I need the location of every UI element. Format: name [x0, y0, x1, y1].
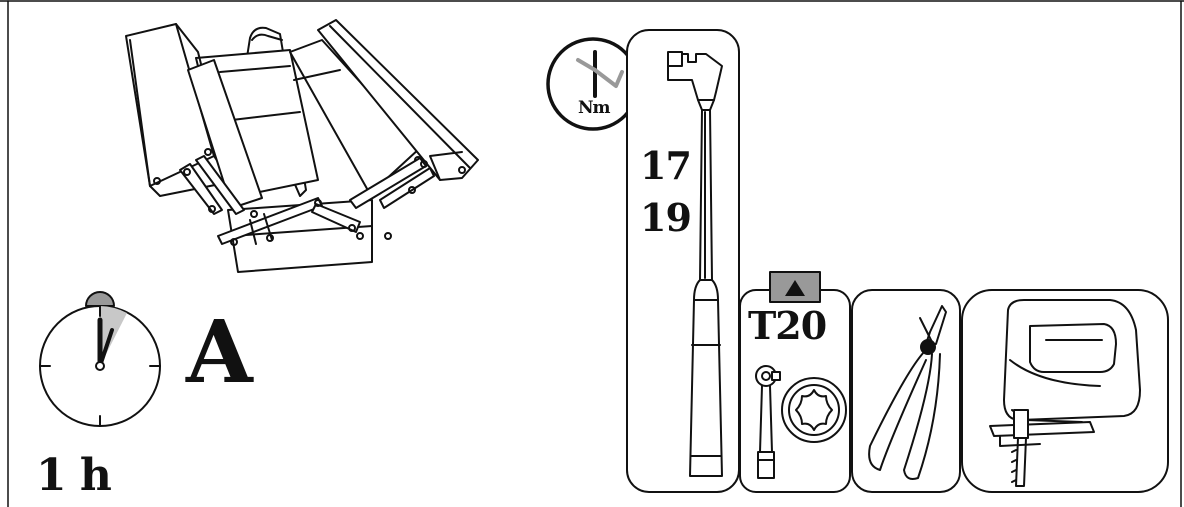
- jigsaw-icon: [989, 299, 1141, 487]
- pliers-icon: [868, 305, 947, 480]
- torx-bit-icon: [781, 377, 847, 443]
- torque-unit-label: Nm: [578, 98, 611, 118]
- socket-size-label: 17: [640, 143, 692, 188]
- torx-size-label: T20: [748, 303, 827, 348]
- toolbox-icon: [125, 19, 479, 273]
- difficulty-grade: A: [186, 302, 253, 403]
- stopwatch-icon: [39, 291, 161, 427]
- socket-wrench-icon: [755, 365, 781, 479]
- torque-wrench-card: [626, 29, 740, 493]
- duration-label: 1 h: [36, 450, 112, 501]
- torque-wrench-icon: [667, 51, 723, 477]
- socket-size-label: 19: [640, 195, 692, 240]
